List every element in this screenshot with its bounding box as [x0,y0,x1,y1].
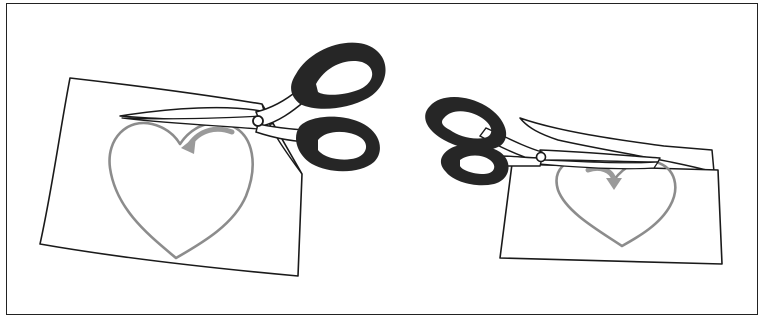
left-panel [40,43,386,276]
left-scissor-pivot [253,116,263,126]
right-scissor-handle-lower [441,144,509,185]
left-scissor-handle-upper [291,43,385,109]
right-scissor-handle-upper [425,97,506,150]
right-panel [425,97,722,264]
left-scissor-handle-lower [296,117,380,172]
right-scissor-pivot [537,153,546,162]
